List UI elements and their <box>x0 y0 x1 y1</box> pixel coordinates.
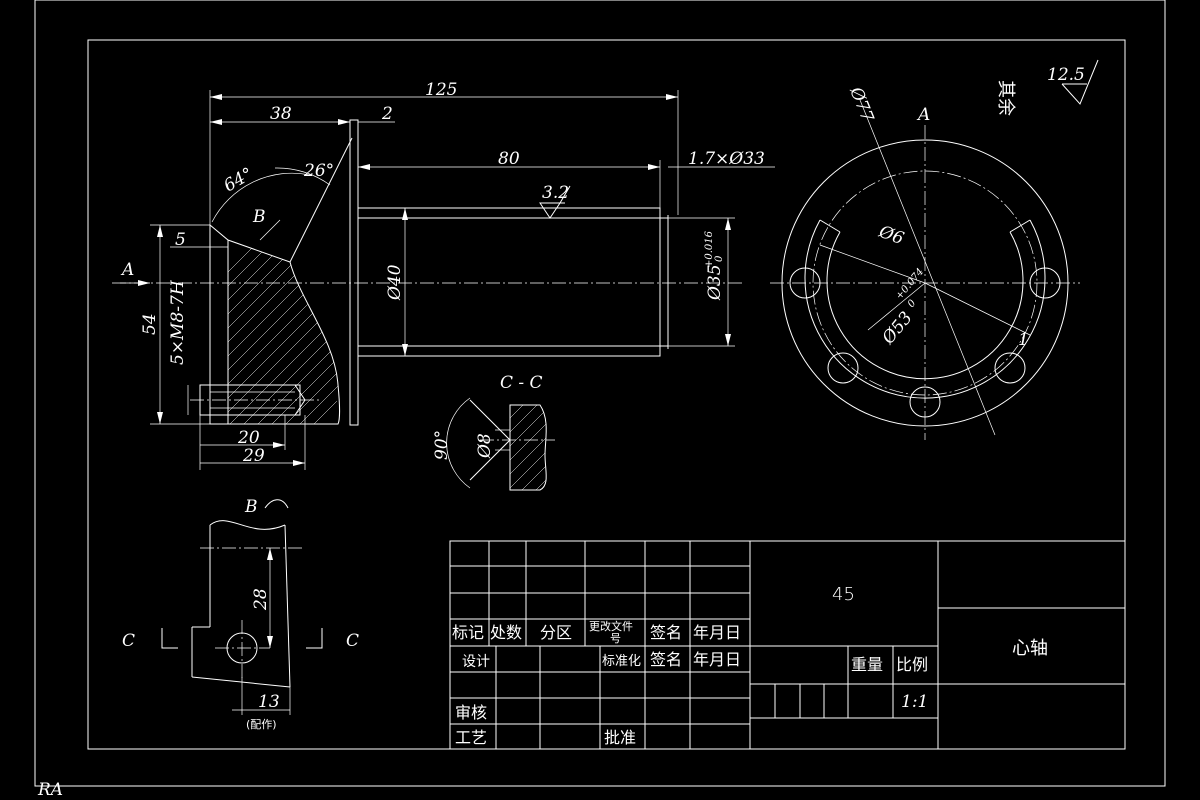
scale-value: 1:1 <box>901 692 928 712</box>
material: 45 <box>832 584 855 605</box>
title-block: 标记 处数 分区 更改文件 号 签名 年月日 设计 标准化 签名 年月日 审核 … <box>449 540 1126 750</box>
dia-77: Ø77 <box>845 83 877 125</box>
row-date: 年月日 <box>693 650 741 669</box>
cc-angle: 90° <box>432 430 452 460</box>
dia-53-tol-upper: +0.074 <box>894 267 926 302</box>
row-process: 工艺 <box>455 728 487 747</box>
dim-29: 29 <box>242 446 265 466</box>
weight-label: 重量 <box>851 655 883 674</box>
thread-callout: 5×M8-7H <box>168 279 188 365</box>
detail-b-label: B <box>244 497 258 517</box>
hdr-change-1: 更改文件 <box>589 619 633 633</box>
dia-53: Ø53 <box>878 308 917 349</box>
flange-hatch <box>228 240 339 424</box>
dim-groove: 1.7×Ø33 <box>688 149 765 169</box>
end-view-label: A <box>916 105 930 125</box>
row-design: 设计 <box>462 654 490 670</box>
dia-35-tol-lower: 0 <box>714 255 725 262</box>
angle-1: 1 <box>1018 330 1029 350</box>
hdr-mark: 标记 <box>452 623 484 642</box>
cut-marker-right: C <box>346 631 359 651</box>
dim-38: 38 <box>270 104 292 124</box>
roughness-bore: 3.2 <box>542 183 569 203</box>
section-cc: C - C 90° Ø8 <box>432 373 555 491</box>
hdr-date: 年月日 <box>693 623 741 642</box>
row-review: 审核 <box>455 703 487 722</box>
main-view: 125 38 2 80 1.7×Ø33 3.2 64° 26° B <box>112 80 775 470</box>
dia-53-tol-lower: 0 <box>906 297 919 309</box>
dim-2: 2 <box>381 104 393 124</box>
revision-grid <box>450 541 751 749</box>
fit-note: (配作) <box>246 718 277 731</box>
hdr-zone: 分区 <box>540 623 572 642</box>
part-name: 心轴 <box>1012 638 1048 659</box>
angle-26: 26° <box>303 161 334 181</box>
dia-6: Ø6 <box>875 222 906 250</box>
hdr-count: 处数 <box>490 623 522 642</box>
dim-28: 28 <box>251 588 271 611</box>
dim-20: 20 <box>237 428 260 448</box>
dia-35: Ø35 <box>705 264 725 301</box>
view-a-marker: A <box>120 260 134 280</box>
dia-35-tol-upper: +0.016 <box>704 230 715 268</box>
dia-40: Ø40 <box>385 264 405 301</box>
dim-80: 80 <box>498 149 520 169</box>
dim-13: 13 <box>258 692 280 712</box>
dim-125: 125 <box>425 80 457 100</box>
detail-b-marker: B <box>252 207 266 227</box>
roughness-value: 12.5 <box>1047 65 1085 85</box>
roughness-note: 12.5 其余 <box>995 59 1099 116</box>
end-view-a: A Ø77 Ø6 Ø53 +0.074 0 1 <box>770 83 1080 440</box>
row-approve: 批准 <box>604 728 636 747</box>
section-cc-title: C - C <box>500 373 543 393</box>
cc-dia: Ø8 <box>475 433 495 459</box>
cut-marker-left: C <box>122 631 135 651</box>
hdr-sign: 签名 <box>650 623 682 642</box>
detail-b: B 28 13 (配作) C C <box>122 497 359 731</box>
flange-outline <box>209 223 340 425</box>
dim-54: 54 <box>140 313 160 335</box>
roughness-other-label: 其余 <box>995 80 1016 116</box>
dim-5: 5 <box>175 230 186 250</box>
angle-64: 64° <box>221 164 257 196</box>
corner-mark: RA <box>37 780 63 800</box>
ratio-label: 比例 <box>896 655 928 674</box>
row-sign: 签名 <box>650 650 682 669</box>
row-standard: 标准化 <box>602 654 641 669</box>
hdr-change-2: 号 <box>610 632 621 645</box>
